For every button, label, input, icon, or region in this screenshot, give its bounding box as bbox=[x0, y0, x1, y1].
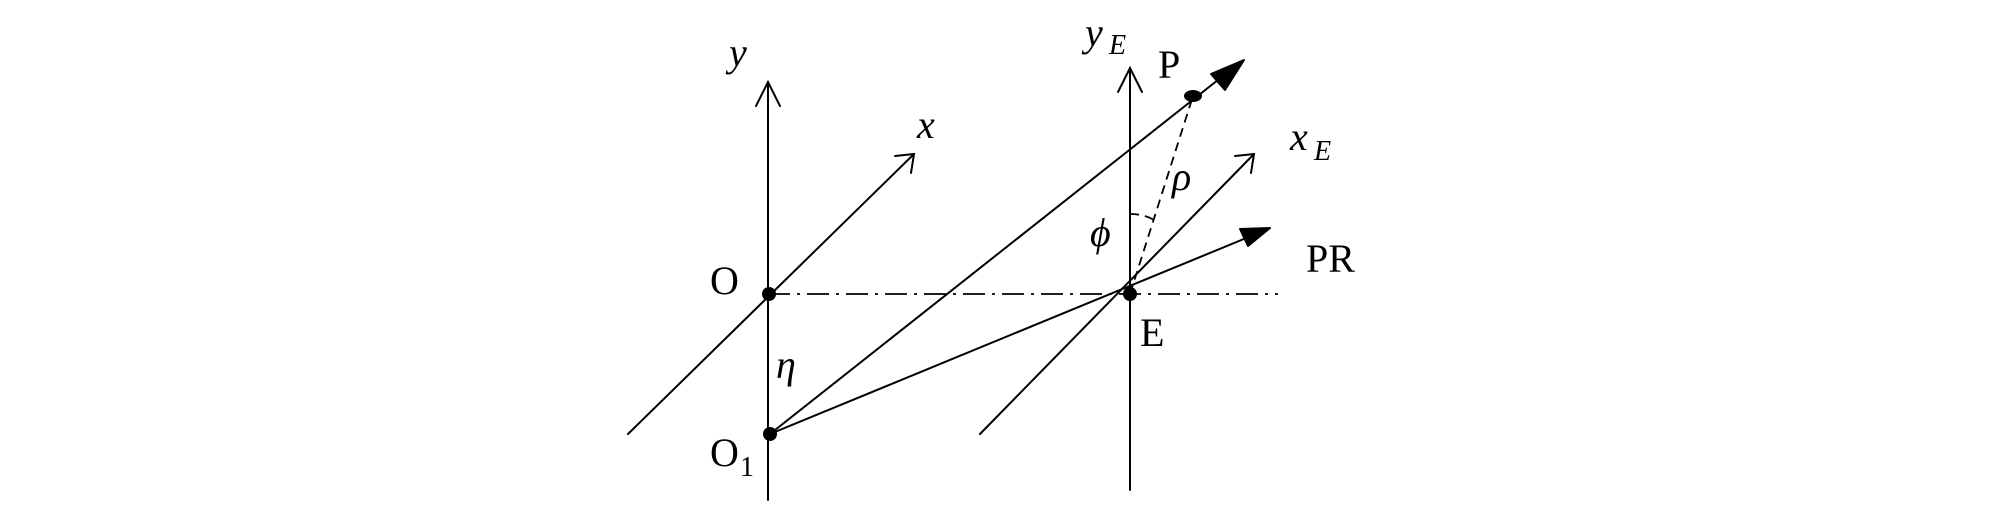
y-axis-arrowhead bbox=[755, 79, 781, 107]
label-eta: η bbox=[776, 342, 796, 387]
phi-angle-arc bbox=[1129, 213, 1155, 221]
x-axis-label: x bbox=[916, 102, 935, 147]
label-E: E bbox=[1140, 310, 1164, 355]
label-PR: PR bbox=[1306, 236, 1355, 281]
ray-O1-P-arrowhead bbox=[1210, 59, 1245, 91]
rho-segment bbox=[1129, 95, 1194, 295]
point-O1 bbox=[763, 427, 777, 441]
point-O bbox=[762, 287, 776, 301]
point-P bbox=[1184, 90, 1202, 102]
x-axis-arrowhead bbox=[894, 152, 916, 174]
yE-axis-arrowhead bbox=[1117, 65, 1143, 93]
point-E bbox=[1123, 287, 1137, 301]
xE-axis-label: x bbox=[1289, 114, 1308, 159]
ray-O1-P bbox=[769, 71, 1229, 435]
label-O1: O bbox=[710, 430, 739, 475]
yE-axis-subscript: E bbox=[1108, 30, 1126, 61]
yE-axis-label: y bbox=[1081, 10, 1103, 55]
y-axis-label: y bbox=[725, 30, 747, 75]
label-rho: ρ bbox=[1170, 154, 1191, 199]
xE-axis bbox=[979, 153, 1255, 435]
xE-axis-arrowhead bbox=[1234, 152, 1256, 174]
label-O: O bbox=[710, 258, 739, 303]
ray-PR-arrowhead bbox=[1239, 227, 1271, 247]
label-phi: ϕ bbox=[1090, 210, 1111, 255]
label-P: P bbox=[1158, 42, 1180, 87]
label-O1-subscript: 1 bbox=[740, 452, 754, 483]
xE-axis-subscript: E bbox=[1313, 136, 1331, 167]
ray-O1-PR bbox=[769, 233, 1257, 435]
